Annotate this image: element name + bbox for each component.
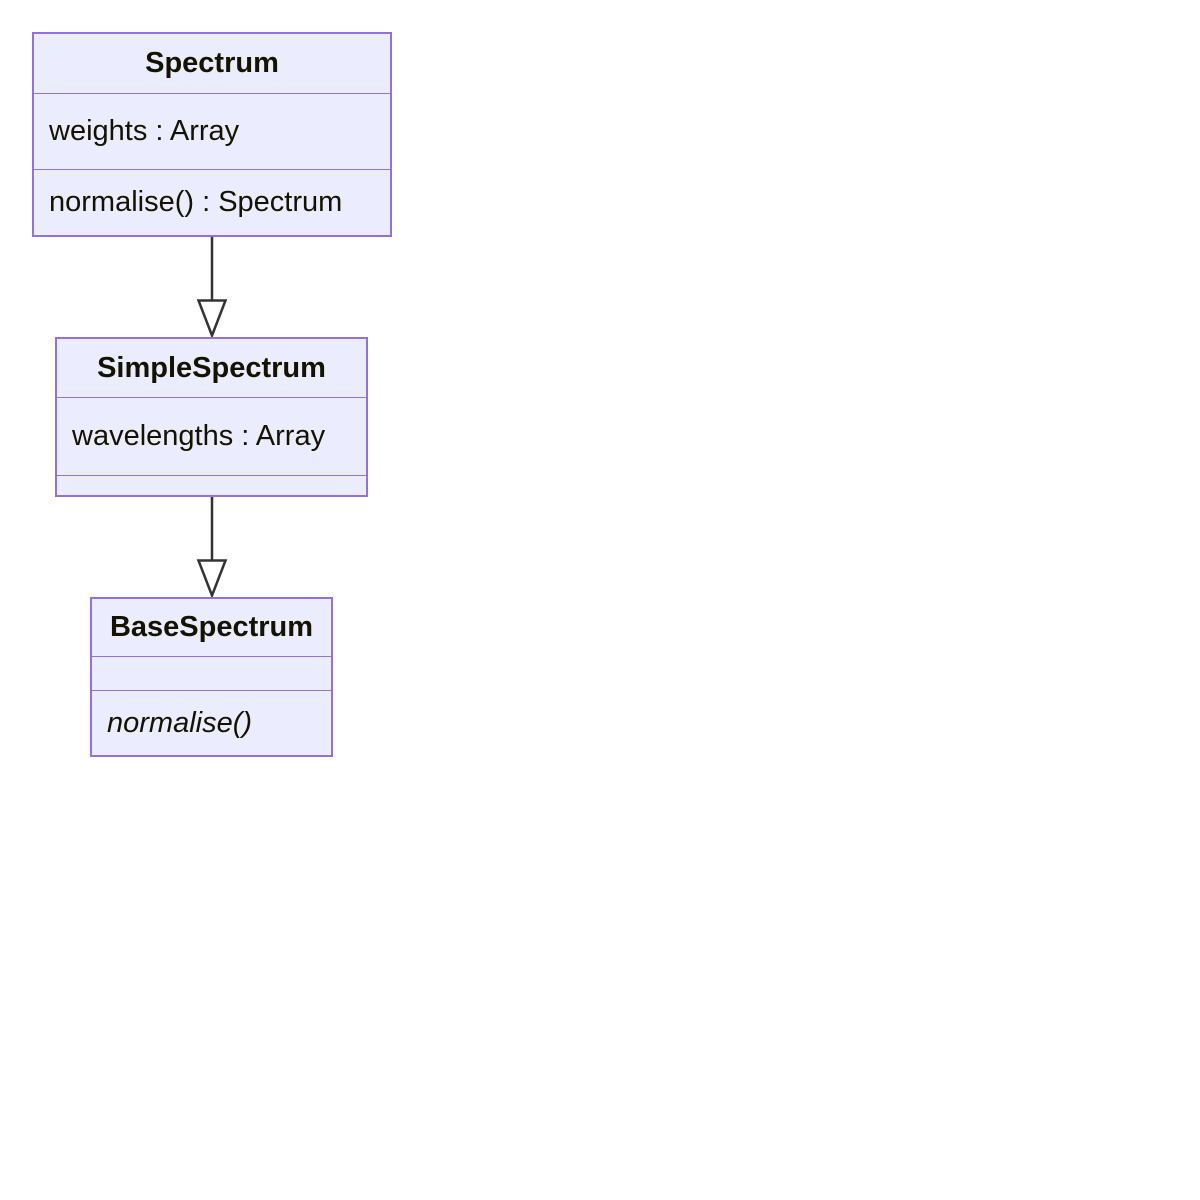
abstract-method-label: normalise() [107,706,253,739]
class-attributes-simplespectrum: wavelengths : Array [57,397,366,475]
class-title-label: Spectrum [145,47,279,79]
method-label: normalise() : Spectrum [49,186,343,218]
inheritance-edge-simplespectrum-basespectrum [196,497,228,599]
class-node-basespectrum: BaseSpectrum normalise() [90,597,333,757]
inheritance-edge-spectrum-simplespectrum [196,237,228,339]
inheritance-arrowhead-icon [196,299,228,339]
class-methods-spectrum: normalise() : Spectrum [34,169,390,235]
class-node-spectrum: Spectrum weights : Array normalise() : S… [32,32,392,237]
class-title-basespectrum: BaseSpectrum [92,599,331,656]
inheritance-arrowhead-icon [196,559,228,599]
class-node-simplespectrum: SimpleSpectrum wavelengths : Array [55,337,368,497]
class-title-label: SimpleSpectrum [97,351,326,384]
class-attributes-basespectrum-empty [92,656,331,690]
attribute-label: wavelengths : Array [72,420,326,452]
attribute-label: weights : Array [49,115,240,147]
class-title-spectrum: Spectrum [34,34,390,93]
class-methods-simplespectrum-empty [57,475,366,495]
class-attributes-spectrum: weights : Array [34,93,390,169]
class-title-simplespectrum: SimpleSpectrum [57,339,366,397]
class-title-label: BaseSpectrum [109,611,314,643]
class-methods-basespectrum: normalise() [92,690,331,755]
